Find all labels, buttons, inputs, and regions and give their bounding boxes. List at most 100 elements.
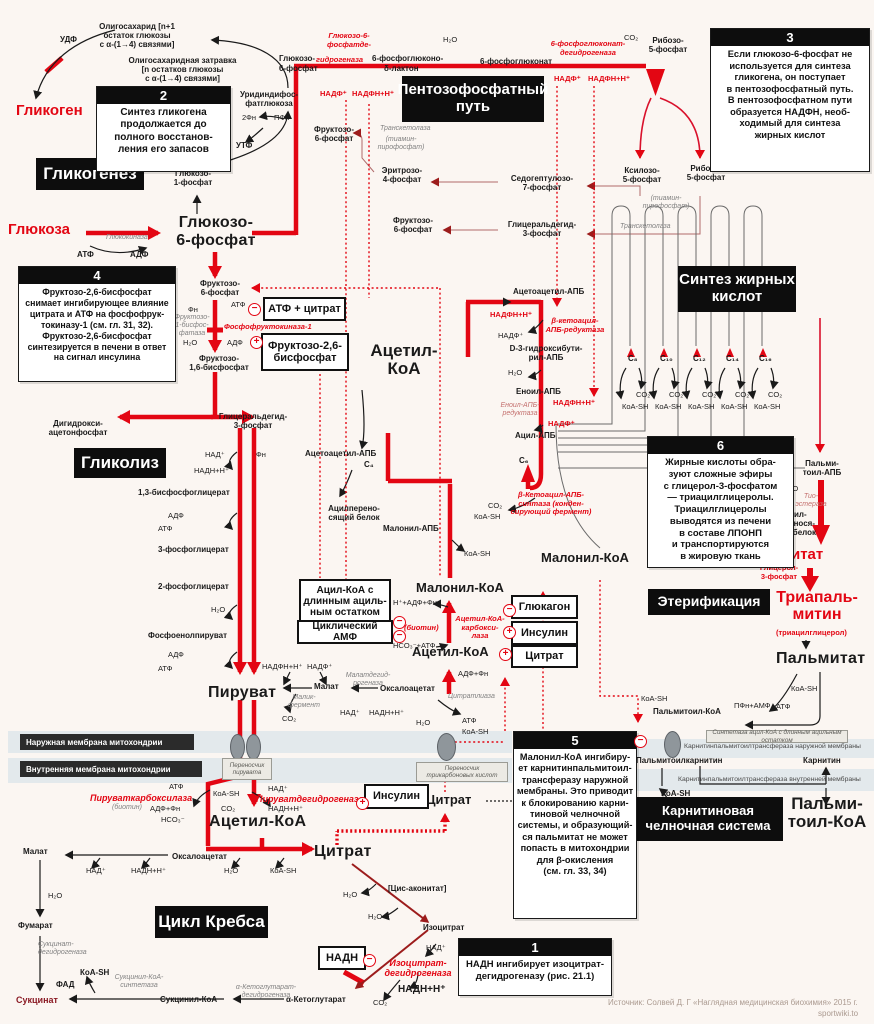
diagram-label: 3-фосфоглицерат xyxy=(158,545,229,554)
diagram-label: Рибозо- 5-фосфат xyxy=(648,36,688,55)
diagram-label: НАДН+Н⁺ xyxy=(131,866,166,875)
diagram-label: КоА-SH xyxy=(688,402,715,411)
diagram-label: КоА-SH xyxy=(474,512,501,521)
diagram-label: H₂O xyxy=(48,891,63,900)
diagram-label: Источник: Солвей Д. Г «Наглядная медицин… xyxy=(608,998,858,1007)
diagram-label: АДФ xyxy=(227,338,243,347)
note-box-number: 1 xyxy=(459,939,611,956)
diagram-label: НАД⁺ xyxy=(86,866,106,875)
section-title: Пентозофосфатный путь xyxy=(398,76,548,122)
regulator-box: Инсулин xyxy=(511,621,578,645)
diagram-label: Ацетоацетил-АПБ xyxy=(513,287,585,296)
diagram-label: Еноил-АПБ xyxy=(516,387,561,396)
tricarboxylate-transporter-icon xyxy=(437,733,456,761)
diagram-label: Оксалоацетат xyxy=(172,852,227,861)
diagram-label: H₂O xyxy=(508,368,523,377)
diagram-label: Эритрозо- 4-фосфат xyxy=(381,166,423,185)
diagram-label: C₁₄ xyxy=(726,354,739,363)
diagram-label: Сукцинат xyxy=(16,995,58,1005)
diagram-label: CO₂ xyxy=(735,390,750,399)
diagram-label: 2Фн xyxy=(242,113,257,122)
regulator-box: Инсулин xyxy=(364,784,429,809)
diagram-label: НАДН+Н⁺ xyxy=(398,984,446,995)
diagram-label: Ксилозо- 5-фосфат xyxy=(622,166,662,185)
diagram-label: НАДФН+Н⁺ xyxy=(352,89,394,98)
note-box-text: Жирные кислоты обра- зуют сложные эфиры … xyxy=(663,457,778,563)
diagram-label: Карнитинпальмитоилтрансфераза внутренней… xyxy=(678,776,861,783)
diagram-label: Ацил-АПБ xyxy=(515,431,556,440)
diagram-label: Фн xyxy=(256,450,266,459)
diagram-label: НАДФ⁺ xyxy=(554,74,581,83)
diagram-label: C₈ xyxy=(628,354,638,363)
regulator-box: Циклический АМФ xyxy=(297,620,393,644)
diagram-label: Ацетил-КоА xyxy=(209,813,307,830)
diagram-label: (биотин) xyxy=(404,623,439,632)
diagram-label: 6-фосфоглюконат- дегидрогеназа xyxy=(550,39,626,57)
diagram-label: КоА-SH xyxy=(655,402,682,411)
regulator-box: НАДН xyxy=(318,946,366,970)
diagram-label: Ацилперено- сящий белок xyxy=(328,504,380,523)
diagram-label: Фруктозо- 1,6-бисфосфат xyxy=(189,354,249,373)
diagram-label: Глюкоза xyxy=(8,221,70,238)
diagram-label: ПФн+АМФ xyxy=(734,701,771,710)
diagram-label: Малонил-КоА xyxy=(541,550,629,565)
diagram-label: C₄ xyxy=(364,460,374,469)
carnitine-transferase-icon xyxy=(664,731,681,758)
diagram-label: Фруктозо- 6-фосфат xyxy=(200,279,240,298)
diagram-label: Фруктозо- 1-бисфос- фатаза xyxy=(174,314,210,338)
minus-sign: − xyxy=(363,954,376,967)
diagram-label: Фосфоенолпируват xyxy=(148,631,228,640)
diagram-label: 2-фосфоглицерат xyxy=(158,582,229,591)
section-title: Синтез жирных кислот xyxy=(678,266,796,312)
diagram-label: АТФ xyxy=(158,524,173,533)
diagram-label: КоА-SH xyxy=(641,694,668,703)
diagram-label: АТФ xyxy=(462,716,477,725)
diagram-label: C₁₂ xyxy=(693,354,706,363)
plus-sign: + xyxy=(503,626,516,639)
diagram-label: ПФн xyxy=(274,113,290,122)
diagram-label: H₂O xyxy=(443,35,458,44)
diagram-label: Малатдегид- рогеназа xyxy=(345,672,391,688)
regulator-box: АТФ + цитрат xyxy=(263,297,346,321)
note-box-number: 6 xyxy=(648,437,793,454)
diagram-label: АДФ+Фн xyxy=(150,804,181,813)
diagram-label: β-кетоацил- АПБ-редуктаза xyxy=(545,316,605,334)
diagram-label: [Цис-аконитат] xyxy=(388,884,447,893)
diagram-label: CO₂ xyxy=(669,390,684,399)
diagram-label: CO₂ xyxy=(488,501,503,510)
diagram-label: Сукцинил-КоА xyxy=(160,995,218,1004)
diagram-label: НАДФН+Н⁺ xyxy=(490,310,532,319)
diagram-label: КоА-SH xyxy=(791,684,818,693)
diagram-label: (тиамин- пирофосфат) xyxy=(642,195,690,211)
diagram-label: Фруктозо- 6-фосфат xyxy=(393,216,433,235)
diagram-label: CO₂ xyxy=(221,804,236,813)
diagram-label: H₂O xyxy=(224,866,239,875)
diagram-label: НАДН+Н⁺ xyxy=(268,804,303,813)
diagram-label: АТФ xyxy=(169,782,184,791)
diagram-label: H₂O xyxy=(368,912,383,921)
diagram-label: АТФ xyxy=(231,300,246,309)
diagram-label: H₂O xyxy=(211,605,226,614)
diagram-label: Ацетоацетил-АПБ xyxy=(305,449,377,458)
note-box-text: Малонил-КоА ингибиру- ет карнитинпальмит… xyxy=(516,752,634,877)
section-title: Карнитиновая челночная система xyxy=(633,797,783,841)
diagram-label: АТФ xyxy=(776,702,791,711)
diagram-label: Пальми- тоил-КоА xyxy=(787,794,867,831)
diagram-label: CO₂ xyxy=(768,390,783,399)
diagram-label: Транскетолаза xyxy=(380,125,431,132)
note-box-number: 2 xyxy=(97,87,230,104)
diagram-label: Еноил-АПБ- редуктаза xyxy=(500,402,540,418)
diagram-label: C₁₀ xyxy=(660,354,673,363)
diagram-label: Пальмитат xyxy=(776,650,866,667)
inner-membrane-band-right xyxy=(634,769,874,791)
diagram-label: Пируваткарбоксилаза xyxy=(90,793,193,803)
diagram-label: НАДФ⁺ xyxy=(320,89,347,98)
regulator-box: Ацил-КоА с длинным ациль- ным остатком xyxy=(299,579,391,623)
diagram-label: Н⁺+АДФ+Фн xyxy=(393,598,437,607)
diagram-label: НАД⁺ xyxy=(268,784,288,793)
diagram-label: (биотин) xyxy=(112,804,142,811)
diagram-label: Глицеральдегид- 3-фосфат xyxy=(218,412,288,431)
diagram-label: (тиамин- пирофосфат) xyxy=(377,136,425,152)
diagram-label: КоА-SH xyxy=(80,968,110,977)
plus-sign: + xyxy=(250,336,263,349)
